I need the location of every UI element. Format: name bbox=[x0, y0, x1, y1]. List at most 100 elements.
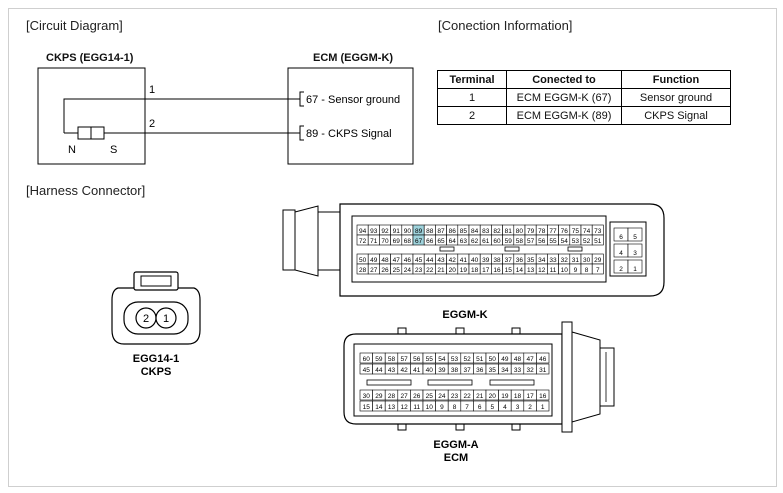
eggm-k-pin-label: 59 bbox=[505, 238, 513, 245]
eggm-k-pin-label: 80 bbox=[516, 228, 524, 235]
eggm-k-pin-label: 47 bbox=[393, 257, 401, 264]
eggm-a-pin-label: 28 bbox=[388, 393, 396, 400]
eggm-k-pin-label: 62 bbox=[471, 238, 479, 245]
eggm-k-pin-label: 17 bbox=[482, 267, 490, 274]
eggm-k-pin-label: 49 bbox=[370, 257, 378, 264]
eggm-a-pin-label: 35 bbox=[489, 367, 497, 374]
ckps-title: CKPS (EGG14-1) bbox=[46, 52, 134, 64]
eggm-k-pin-label: 88 bbox=[426, 228, 434, 235]
eggm-a-pin-label: 2 bbox=[528, 404, 532, 411]
eggm-a-pin-label: 8 bbox=[453, 404, 457, 411]
eggm-a-pin-label: 42 bbox=[400, 367, 408, 374]
ecm-box bbox=[287, 67, 414, 165]
ckps-connector: 2 1 bbox=[111, 271, 201, 345]
eggm-a-pin-label: 14 bbox=[375, 404, 383, 411]
eggm-k-pin-label: 30 bbox=[583, 257, 591, 264]
sensor-s-label: S bbox=[110, 144, 117, 156]
ckps-pin-1-label: 1 bbox=[163, 313, 169, 325]
eggm-k-pin-label: 61 bbox=[482, 238, 490, 245]
eggm-a-pin-label: 47 bbox=[526, 356, 534, 363]
eggm-a-pin-label: 12 bbox=[400, 404, 408, 411]
eggm-k-pin-label: 74 bbox=[583, 228, 591, 235]
eggm-a-pin-label: 54 bbox=[438, 356, 446, 363]
eggm-k-pin-label: 31 bbox=[572, 257, 580, 264]
eggm-k-pin-label: 89 bbox=[415, 228, 423, 235]
eggm-k-pin-label: 64 bbox=[449, 238, 457, 245]
eggm-k-pin-label: 20 bbox=[449, 267, 457, 274]
eggm-k-pin-label: 82 bbox=[493, 228, 501, 235]
eggm-a-pin-label: 48 bbox=[514, 356, 522, 363]
eggm-a-pin-label: 27 bbox=[400, 393, 408, 400]
eggm-k-pin-label: 36 bbox=[516, 257, 524, 264]
circuit-diagram-title: [Circuit Diagram] bbox=[26, 18, 123, 33]
eggm-k-pin-label: 28 bbox=[359, 267, 367, 274]
eggm-a-pin-label: 15 bbox=[363, 404, 371, 411]
eggm-k-side-pin-1 bbox=[627, 259, 643, 274]
eggm-k-pin-label: 58 bbox=[516, 238, 524, 245]
eggm-a-pin-label: 58 bbox=[388, 356, 396, 363]
eggm-a-pin-label: 46 bbox=[539, 356, 547, 363]
eggm-k-pin-label: 39 bbox=[482, 257, 490, 264]
eggm-a-pin-label: 6 bbox=[478, 404, 482, 411]
eggm-a-pin-label: 44 bbox=[375, 367, 383, 374]
eggm-k-pin-label: 94 bbox=[359, 228, 367, 235]
eggm-k-pin-label: 26 bbox=[381, 267, 389, 274]
eggm-k-pin-label: 60 bbox=[493, 238, 501, 245]
eggm-k-side-pin-label: 5 bbox=[633, 234, 637, 241]
eggm-a-pin-label: 34 bbox=[501, 367, 509, 374]
table-cell: CKPS Signal bbox=[621, 106, 731, 125]
eggm-a-pin-label: 11 bbox=[413, 404, 420, 411]
eggm-k-pin-label: 35 bbox=[527, 257, 535, 264]
ckps-box bbox=[37, 67, 146, 165]
eggm-a-pin-label: 1 bbox=[541, 404, 545, 411]
eggm-a-pin-label: 32 bbox=[526, 367, 534, 374]
eggm-k-pin-label: 41 bbox=[460, 257, 468, 264]
table-row: 2 ECM EGGM-K (89) CKPS Signal bbox=[437, 106, 731, 125]
eggm-k-pin-label: 57 bbox=[527, 238, 535, 245]
eggm-k-pin-label: 84 bbox=[471, 228, 479, 235]
eggm-k-pin-7 bbox=[591, 263, 604, 275]
table-cell: Sensor ground bbox=[621, 88, 731, 107]
eggm-k-pin-label: 50 bbox=[359, 257, 367, 264]
wire-sensor-ground bbox=[63, 98, 300, 133]
eggm-k-pin-label: 48 bbox=[381, 257, 389, 264]
eggm-a-pin-label: 22 bbox=[463, 393, 471, 400]
eggm-k-pin-label: 42 bbox=[449, 257, 457, 264]
eggm-a-pin-label: 23 bbox=[451, 393, 459, 400]
eggm-k-pin-label: 46 bbox=[404, 257, 412, 264]
eggm-k-pin-label: 32 bbox=[561, 257, 569, 264]
connection-information-title: [Conection Information] bbox=[438, 18, 573, 33]
eggm-k-pin-label: 15 bbox=[505, 267, 513, 274]
eggm-a-pin-label: 38 bbox=[451, 367, 459, 374]
eggm-k-pin-label: 65 bbox=[437, 238, 445, 245]
eggm-a-pin-16 bbox=[536, 389, 550, 401]
eggm-k-pin-label: 71 bbox=[370, 238, 378, 245]
eggm-k-pin-label: 22 bbox=[426, 267, 434, 274]
eggm-k-side-pin-5 bbox=[627, 227, 643, 242]
eggm-a-sublabel: ECM bbox=[444, 452, 468, 464]
eggm-k-pin-label: 10 bbox=[561, 267, 569, 274]
eggm-a-pin-label: 43 bbox=[388, 367, 396, 374]
eggm-a-pin-label: 24 bbox=[438, 393, 446, 400]
eggm-k-pin-label: 16 bbox=[493, 267, 501, 274]
eggm-a-pin-label: 16 bbox=[539, 393, 547, 400]
eggm-k-pin-label: 53 bbox=[572, 238, 580, 245]
eggm-k-pin-label: 56 bbox=[538, 238, 546, 245]
eggm-k-pin-label: 51 bbox=[594, 238, 602, 245]
eggm-k-side-pin-label: 1 bbox=[633, 266, 637, 273]
eggm-k-side-pin-label: 3 bbox=[633, 250, 637, 257]
eggm-k-pin-label: 54 bbox=[561, 238, 569, 245]
eggm-a-pin-label: 20 bbox=[489, 393, 497, 400]
eggm-k-pin-label: 27 bbox=[370, 267, 378, 274]
eggm-k-pin-label: 43 bbox=[437, 257, 445, 264]
table-row: 1 ECM EGGM-K (67) Sensor ground bbox=[437, 88, 731, 107]
eggm-k-pin-label: 93 bbox=[370, 228, 378, 235]
eggm-k-pin-label: 8 bbox=[585, 267, 589, 274]
eggm-a-pin-label: 49 bbox=[501, 356, 509, 363]
eggm-k-label: EGGM-K bbox=[442, 309, 487, 321]
eggm-k-pin-label: 45 bbox=[415, 257, 423, 264]
eggm-a-pin-label: 50 bbox=[489, 356, 497, 363]
